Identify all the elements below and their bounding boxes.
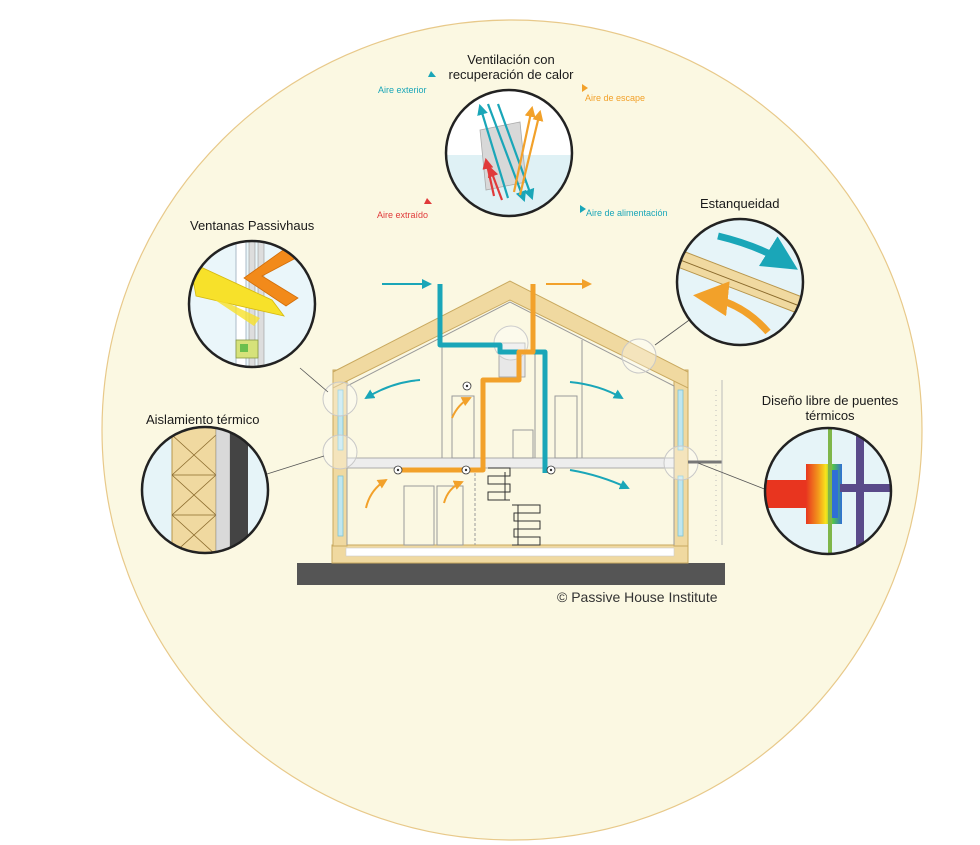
detail-thermal-bridge-free: [763, 426, 893, 556]
roof: [332, 280, 689, 389]
detail-airtightness: [675, 217, 805, 347]
exhaust-duct: [400, 284, 536, 473]
supply-air-label: Aire de alimentación: [586, 208, 668, 218]
house-section: [297, 279, 725, 585]
outdoor-air-label: Aire exterior: [378, 85, 427, 95]
insulation-label: Aislamiento térmico: [146, 412, 260, 427]
detail-passivhaus-windows: [187, 239, 317, 369]
supply-duct: [437, 284, 548, 473]
ground-slab: [297, 563, 725, 585]
airtightness-label: Estanqueidad: [700, 196, 780, 211]
exhaust-air-label: Aire de escape: [585, 93, 646, 103]
ventilation-title-line2: recuperación de calor: [448, 67, 574, 82]
windows-label: Ventanas Passivhaus: [190, 218, 315, 233]
copyright-notice: © Passive House Institute: [557, 589, 718, 605]
thermal-bridge-label: Diseño libre de puentes térmicos: [750, 393, 910, 423]
ventilation-title: Ventilación con recuperación de calor: [436, 52, 586, 82]
detail-ventilation-heat-recovery: [444, 88, 574, 218]
staircase: [487, 467, 541, 546]
detail-thermal-insulation: [140, 425, 270, 555]
thermal-bridge-label-line1: Diseño libre de puentes: [761, 393, 899, 408]
extract-air-label: Aire extraído: [377, 210, 429, 220]
ventilation-title-line1: Ventilación con: [467, 52, 555, 67]
thermal-bridge-label-line2: térmicos: [805, 408, 855, 423]
